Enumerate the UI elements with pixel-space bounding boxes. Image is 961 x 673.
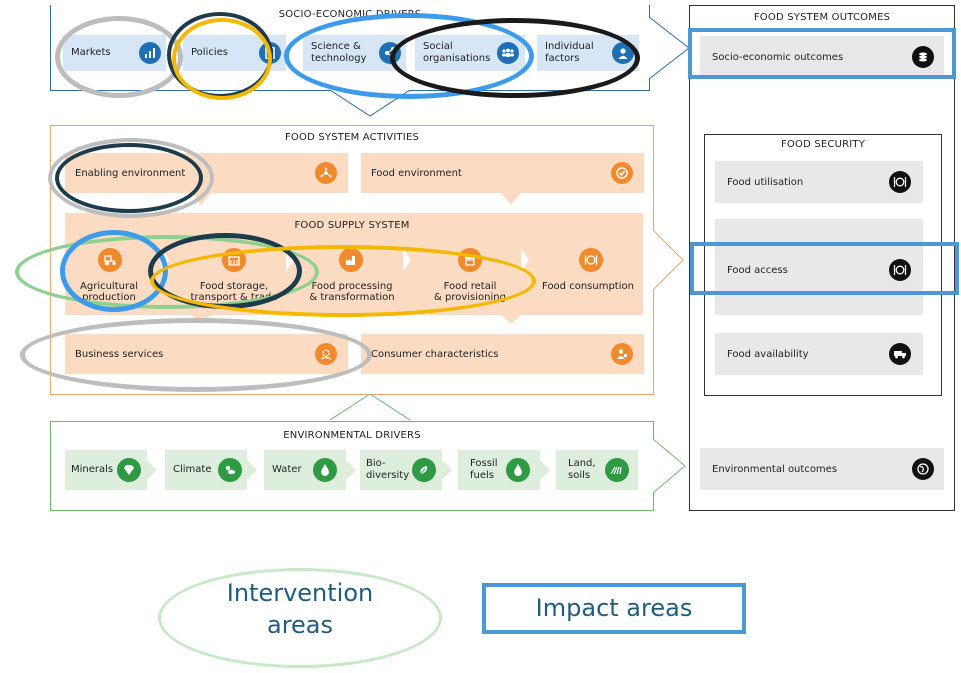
food-supply-system-title: FOOD SUPPLY SYSTEM	[294, 220, 410, 231]
food-access-label: Food access	[727, 264, 788, 276]
individual-factors-box: Individual factors	[537, 35, 639, 71]
social-organisations-box: Social organisations	[415, 35, 525, 71]
coins-icon	[912, 46, 934, 68]
food-availability-label: Food availability	[727, 348, 809, 360]
biodiversity-icon	[412, 458, 436, 482]
climate-label: Climate	[173, 464, 212, 475]
flame-icon	[506, 458, 530, 482]
food-environment-box: Food environment	[361, 153, 644, 193]
food-system-activities-panel: FOOD SYSTEM ACTIVITIES Enabling environm…	[50, 125, 654, 395]
food-availability-box: Food availability	[715, 333, 923, 375]
food-utilisation-box: Food utilisation	[715, 161, 923, 203]
enabling-environment-label: Enabling environment	[75, 167, 186, 179]
food-consumption-label: Food consumption	[542, 281, 634, 292]
food-environment-label: Food environment	[371, 167, 462, 179]
bar-chart-icon	[139, 42, 161, 64]
markets-label: Markets	[71, 47, 111, 58]
food-retail-label: Food retail & provisioning	[434, 281, 506, 303]
consumer-characteristics-box: Consumer characteristics	[361, 334, 644, 374]
plate-cutlery-icon	[889, 171, 911, 193]
activities-title: FOOD SYSTEM ACTIVITIES	[284, 132, 420, 143]
environmental-outcomes-box: Environmental outcomes	[700, 448, 944, 490]
environmental-to-activities-arrow	[330, 394, 410, 421]
network-hub-icon	[315, 162, 337, 184]
truck-icon	[889, 343, 911, 365]
food-security-panel: FOOD SECURITY Food utilisation Food acce…	[704, 134, 942, 396]
legend-impact-label: Impact areas	[535, 594, 693, 622]
business-services-box: Business services	[65, 334, 348, 374]
science-technology-label: Science & technology	[311, 41, 367, 64]
markets-box: Markets	[63, 35, 166, 71]
environmental-title: ENVIRONMENTAL DRIVERS	[283, 430, 421, 441]
food-storage-label: Food storage, transport & trade	[190, 281, 278, 303]
tractor-icon	[98, 248, 122, 272]
food-processing-label: Food processing & transformation	[309, 281, 395, 303]
drop-icon	[313, 458, 337, 482]
environmental-to-outcomes-arrow	[653, 438, 686, 494]
food-access-box: Food access	[715, 249, 923, 291]
gear-hand-icon	[315, 343, 337, 365]
gem-icon	[117, 458, 141, 482]
legend-intervention-label: Intervention areas	[226, 579, 374, 639]
environmental-outcomes-label: Environmental outcomes	[712, 463, 838, 475]
business-services-label: Business services	[75, 348, 164, 360]
policies-label: Policies	[191, 47, 228, 58]
person-icon	[612, 42, 634, 64]
biodiversity-label: Bio- diversity	[366, 458, 410, 481]
land-soils-label: Land, soils	[568, 458, 596, 481]
food-access-background	[715, 219, 923, 315]
checkmark-icon	[611, 162, 633, 184]
plate-icon	[889, 259, 911, 281]
minerals-label: Minerals	[71, 464, 114, 475]
socio-economic-outcomes-label: Socio-economic outcomes	[712, 51, 844, 63]
storage-icon	[222, 248, 246, 272]
activities-to-outcomes-arrow	[653, 229, 684, 291]
agricultural-production-label: Agricultural production	[80, 281, 138, 303]
field-icon	[605, 458, 629, 482]
food-security-title: FOOD SECURITY	[780, 139, 866, 150]
plate-icon	[579, 248, 603, 272]
science-technology-box: Science & technology	[303, 35, 406, 71]
enabling-environment-box: Enabling environment	[65, 153, 348, 193]
consumer-icon	[611, 343, 633, 365]
food-system-outcomes-panel: FOOD SYSTEM OUTCOMES Socio-economic outc…	[689, 5, 955, 511]
globe-icon	[912, 458, 934, 480]
socio-economic-outcomes-box: Socio-economic outcomes	[700, 36, 944, 78]
water-label: Water	[272, 464, 302, 475]
shop-icon	[458, 248, 482, 272]
food-utilisation-label: Food utilisation	[727, 176, 804, 188]
consumer-characteristics-label: Consumer characteristics	[371, 348, 499, 360]
individual-factors-label: Individual factors	[545, 41, 594, 64]
sun-cloud-icon	[218, 458, 242, 482]
factory-icon	[339, 248, 363, 272]
social-organisations-label: Social organisations	[423, 41, 491, 64]
fossil-fuels-label: Fossil fuels	[470, 458, 498, 481]
people-icon	[497, 42, 519, 64]
outcomes-title: FOOD SYSTEM OUTCOMES	[753, 12, 891, 23]
